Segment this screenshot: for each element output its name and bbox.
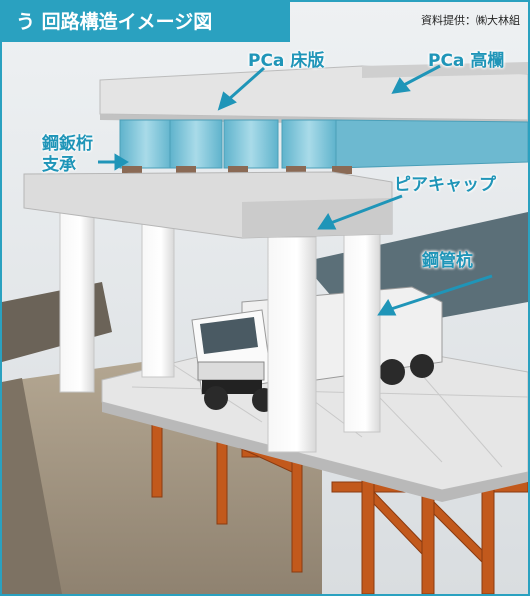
label-pca-deck: PCa 床版 — [248, 51, 325, 71]
label-steel-pipe-pile: 鋼管杭 — [422, 251, 473, 271]
image-credit: 資料提供：㈱大林組 — [421, 14, 520, 27]
label-steel-girder: 鋼鈑桁 — [42, 134, 93, 154]
label-girder-and-bearing: 鋼鈑桁 支承 — [42, 134, 93, 176]
pier-cap-front — [242, 198, 392, 238]
bearings — [122, 166, 352, 174]
label-pca-railing: PCa 高欄 — [428, 51, 505, 71]
diagram-title: う 回路構造イメージ図 — [2, 2, 290, 42]
steel-plate-girders — [119, 119, 528, 169]
label-pier-cap: ピアキャップ — [394, 175, 496, 195]
callout-arrows — [98, 64, 493, 316]
soil-cut-face — [2, 378, 62, 594]
label-bearing: 支承 — [42, 155, 76, 175]
steel-pipe-piles — [59, 206, 381, 453]
pca-railing — [362, 62, 528, 78]
